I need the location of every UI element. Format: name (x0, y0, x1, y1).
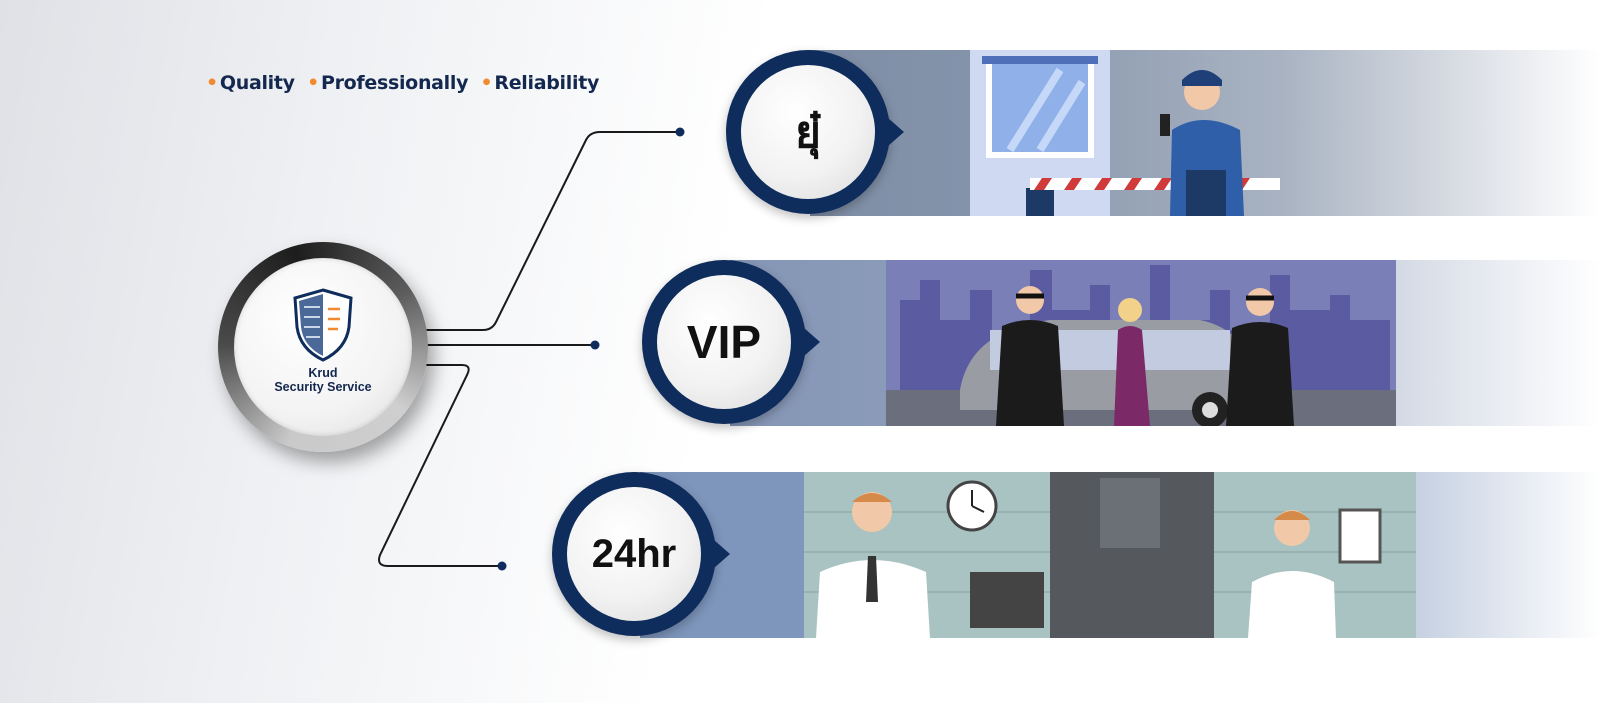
bullet-icon: • (206, 72, 218, 94)
shield-logo-icon (293, 288, 353, 362)
tagline: •Quality •Professionally •Reliability (206, 72, 605, 94)
reception-security-office-illustration (804, 472, 1416, 638)
tagline-item-professionally: Professionally (320, 72, 469, 94)
vip-bodyguards-limousine-illustration (886, 260, 1396, 426)
badge-vip: VIP (657, 275, 791, 409)
brand-line-2: Security Service (274, 380, 372, 394)
tagline-item-reliability: Reliability (494, 72, 600, 94)
badge-24hr: 24hr (567, 487, 701, 621)
service-band-24hr (640, 472, 1600, 638)
badge-pointer (804, 328, 820, 356)
badge-gate: ยุ๋ (741, 65, 875, 199)
badge-pointer (714, 540, 730, 568)
service-band-gate (810, 50, 1600, 216)
tagline-item-quality: Quality (219, 72, 295, 94)
security-guard-gate-illustration (970, 50, 1280, 216)
bullet-icon: • (480, 72, 493, 94)
service-band-vip (730, 260, 1600, 426)
badge-pointer (888, 118, 904, 146)
bullet-icon: • (307, 72, 319, 94)
brand-line-1: Krud (308, 366, 338, 380)
brand-name: Krud Security Service (234, 366, 412, 394)
